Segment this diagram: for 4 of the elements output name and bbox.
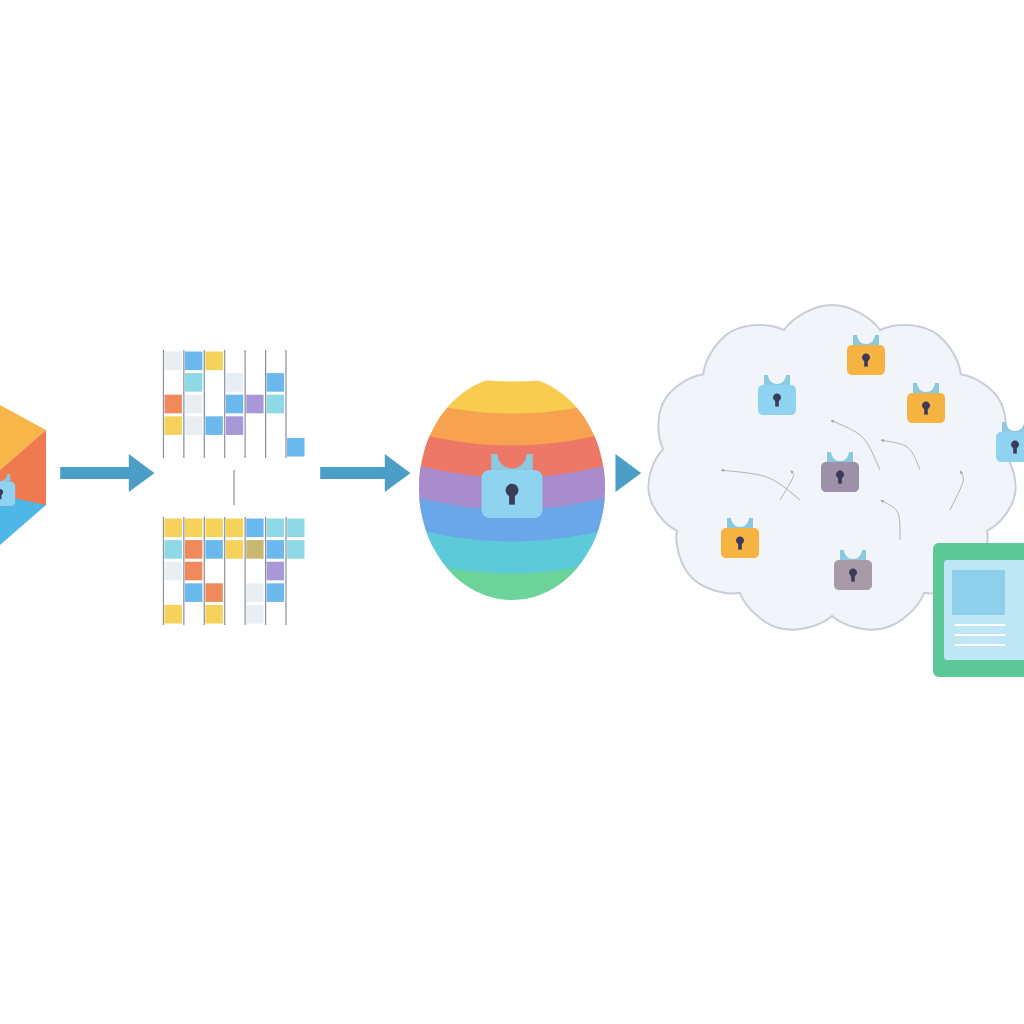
cube-drawing bbox=[0, 405, 46, 545]
tablet-drawing bbox=[933, 543, 1024, 677]
cloud-drawing bbox=[647, 304, 1024, 631]
grid-drawing bbox=[162, 349, 305, 626]
